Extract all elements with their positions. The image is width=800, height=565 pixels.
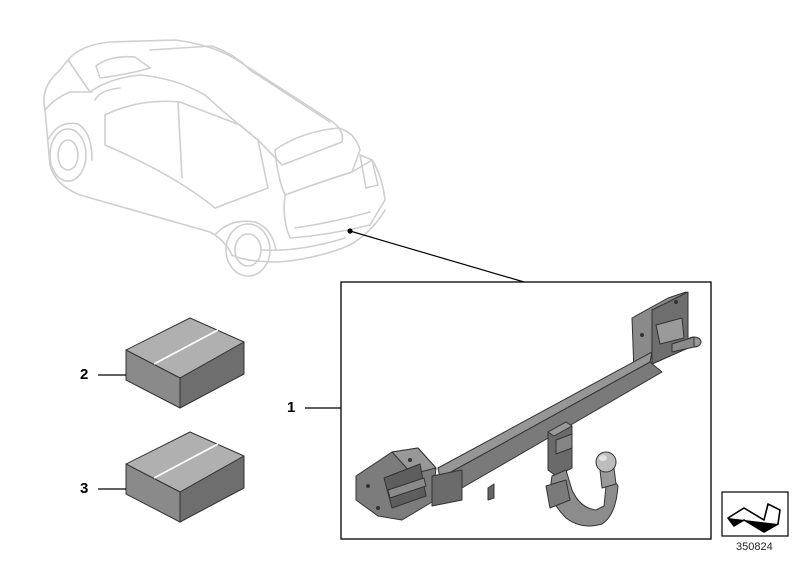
leader-line-vehicle (349, 230, 525, 283)
parts-box-icon (125, 431, 245, 523)
hitch-detail-frame (340, 281, 712, 540)
callout-1: 1 (287, 399, 296, 416)
document-number: 350824 (736, 541, 773, 553)
tow-hitch-icon (355, 291, 702, 527)
vehicle-outline-icon (43, 39, 386, 277)
callout-2: 2 (80, 366, 89, 383)
callout-3: 3 (80, 480, 89, 497)
folded-arrow-symbol-icon (721, 491, 789, 537)
parts-box-icon (125, 317, 245, 409)
